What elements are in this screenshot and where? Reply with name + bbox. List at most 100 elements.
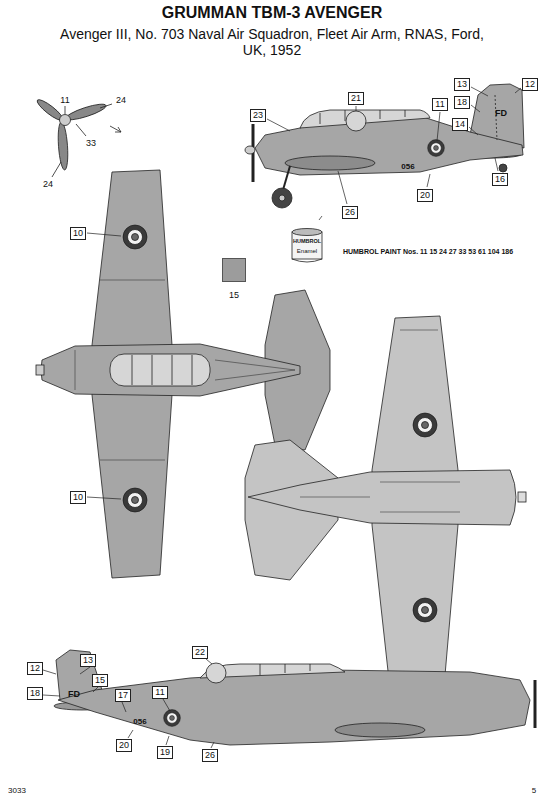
leader-line	[87, 233, 121, 236]
callout-text: 22	[195, 647, 205, 658]
leader-line	[515, 88, 521, 93]
fuselage-roundel	[164, 710, 181, 727]
callout-text: 12	[30, 663, 40, 674]
callout-text: 15	[95, 675, 105, 686]
leader-line	[211, 742, 214, 748]
gun-turret	[346, 111, 366, 131]
fuselage-under	[248, 470, 516, 525]
callout-text: 19	[160, 747, 170, 758]
gun-turret	[206, 663, 226, 683]
callout-text: 10	[73, 492, 83, 503]
leader-line	[52, 162, 61, 177]
callout-number: 22	[192, 646, 208, 659]
part-number: 11	[60, 95, 69, 105]
leader-line	[87, 497, 121, 499]
leader-line	[166, 736, 169, 745]
spinner-upper	[36, 365, 44, 375]
callout-text: 13	[457, 79, 467, 90]
callout-number: 26	[342, 206, 358, 219]
leader-line	[76, 124, 86, 136]
wing-roundel	[123, 225, 147, 249]
aircraft-number: 056	[133, 717, 146, 726]
callout-number: 13	[80, 654, 96, 667]
wing-roundel	[413, 598, 437, 622]
callout-number: 12	[27, 662, 43, 675]
callout-text: 23	[253, 110, 263, 121]
callout-number: 20	[417, 189, 433, 202]
tin-label: Enamel	[297, 248, 317, 255]
prop-blade	[65, 101, 108, 123]
fuselage-roundel	[428, 140, 445, 157]
callout-number: 14	[452, 118, 468, 131]
tail-code: FD	[68, 689, 80, 699]
kit-number: 3033	[8, 786, 26, 795]
callout-number: 18	[454, 96, 470, 109]
leader-line	[65, 106, 66, 114]
part-number: 24	[116, 95, 126, 105]
leader-line	[128, 730, 133, 738]
callout-number: 15	[92, 674, 108, 687]
spinner	[245, 146, 255, 154]
callout-text: 26	[345, 207, 355, 218]
panel-lines	[75, 280, 295, 460]
callout-number: 12	[522, 78, 538, 91]
leader-lines-lower	[43, 659, 214, 748]
fuselage	[58, 670, 530, 745]
fuselage	[255, 116, 523, 175]
propeller-detail	[35, 97, 121, 177]
leader-lines-upper	[267, 87, 521, 220]
wheel-hub	[279, 195, 285, 201]
leader-line	[163, 699, 170, 711]
callout-number: 19	[157, 746, 173, 759]
callout-number: 16	[492, 173, 508, 186]
leader-line	[338, 171, 347, 204]
subtitle: Avenger III, No. 703 Naval Air Squadron,…	[52, 26, 492, 58]
callout-text: 11	[155, 687, 164, 698]
aircraft-number: 056	[401, 162, 414, 171]
leader-line	[495, 158, 498, 171]
leader-line	[93, 687, 98, 692]
wing	[335, 723, 425, 737]
tin-base	[292, 259, 322, 262]
callout-number: 21	[348, 92, 364, 105]
direction-arrow	[110, 126, 121, 132]
callout-number: 11	[152, 686, 167, 699]
leader-line	[100, 104, 112, 108]
leader-line	[206, 659, 212, 664]
leader-line	[471, 105, 480, 112]
part-number: 24	[43, 179, 53, 189]
callout-text: 18	[30, 688, 40, 699]
propeller	[534, 680, 537, 728]
callout-text: 18	[457, 97, 467, 108]
tin-lid	[292, 229, 322, 236]
wing-roundel	[123, 488, 147, 512]
callout-text: 16	[495, 174, 505, 185]
leader-line	[43, 695, 60, 696]
leader-line	[427, 174, 430, 187]
wing	[285, 156, 375, 170]
tail-code: FD	[495, 108, 507, 118]
leader-line	[469, 127, 478, 135]
leader-line	[80, 667, 90, 674]
callout-number: 10	[70, 491, 86, 504]
callout-number: 11	[432, 98, 447, 111]
leader-line	[471, 87, 488, 96]
tin-body	[292, 232, 322, 259]
callout-number: 20	[116, 739, 132, 752]
callout-number: 13	[454, 78, 470, 91]
leader-line	[122, 702, 126, 712]
landing-gear-leg	[283, 166, 290, 190]
callout-text: 17	[118, 690, 128, 701]
callout-text: 21	[351, 93, 361, 104]
swatch-number: 15	[229, 290, 239, 300]
tin-brand: HUMBROL	[293, 238, 321, 244]
colour-swatch	[222, 258, 246, 282]
pointer-tick	[319, 216, 322, 220]
leader-line	[437, 112, 440, 141]
callout-number: 18	[27, 687, 43, 700]
prop-blade	[57, 122, 69, 171]
wing-roundel	[413, 413, 437, 437]
callout-number: 26	[202, 749, 218, 762]
tail-wheel	[499, 164, 507, 172]
